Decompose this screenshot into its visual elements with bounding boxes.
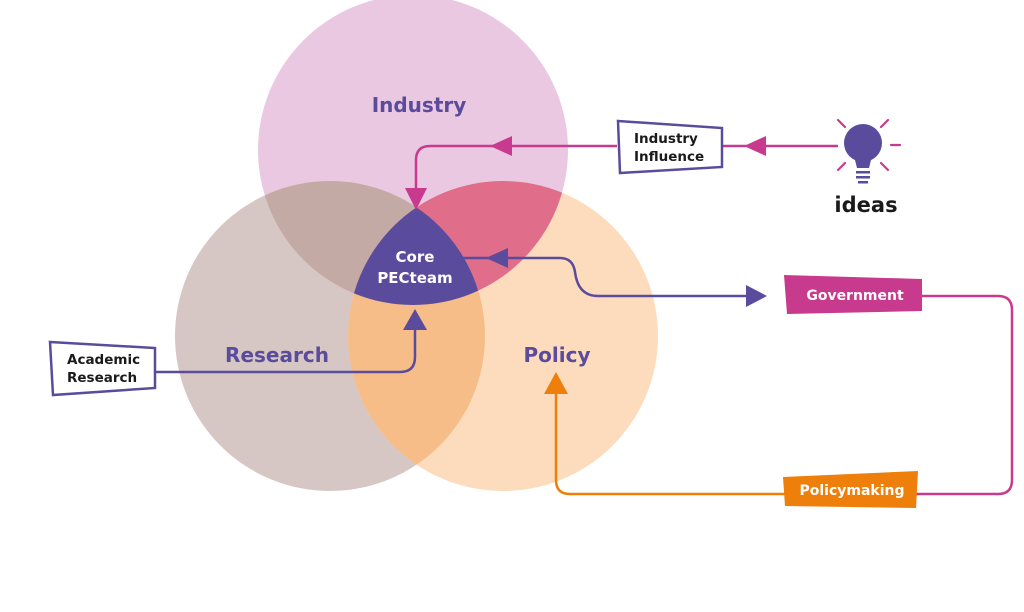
- academic-research-box[interactable]: Academic Research: [48, 340, 157, 397]
- policy-label: Policy: [523, 343, 590, 367]
- arrowhead-down-icon: [405, 188, 427, 210]
- ideas-label: ideas: [834, 193, 897, 217]
- lightbulb-icon: [836, 118, 902, 184]
- industry-influence-line1: Industry: [634, 131, 698, 147]
- academic-research-line1: Academic: [67, 352, 140, 368]
- policymaking-to-policy-line: [554, 385, 786, 496]
- arrowhead-up-icon: [403, 309, 427, 330]
- core-government-line: [455, 256, 750, 298]
- influence-to-core-line: [414, 144, 617, 200]
- government-policymaking-line: [916, 294, 1014, 496]
- arrowhead-up-icon: [544, 372, 568, 394]
- arrowhead-left-icon: [486, 248, 508, 268]
- core-label-line1: Core: [396, 248, 435, 266]
- arrowhead-left-icon: [744, 136, 766, 156]
- research-label: Research: [225, 343, 329, 367]
- academic-to-core-line: [155, 322, 417, 374]
- arrowhead-right-icon: [746, 285, 767, 307]
- policymaking-label: Policymaking: [799, 483, 904, 499]
- industry-influence-line2: Influence: [634, 149, 704, 165]
- core-region: [348, 181, 485, 305]
- academic-research-line2: Research: [67, 370, 137, 386]
- industry-label: Industry: [372, 93, 467, 117]
- core-label-line2: PECteam: [377, 269, 452, 287]
- industry-influence-box[interactable]: Industry Influence: [616, 119, 724, 175]
- arrowhead-left-icon: [490, 136, 512, 156]
- policymaking-tag[interactable]: Policymaking: [783, 471, 918, 508]
- government-label: Government: [806, 288, 904, 304]
- government-tag[interactable]: Government: [784, 275, 922, 314]
